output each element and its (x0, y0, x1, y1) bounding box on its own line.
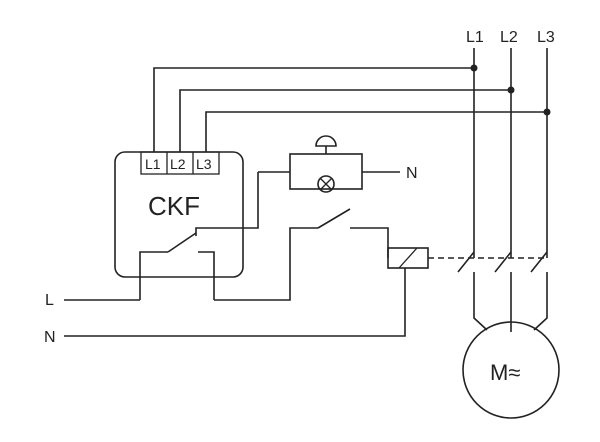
junction-dot-l2 (507, 86, 515, 94)
motor-leads (473, 298, 548, 332)
signal-lamp-icon (317, 175, 335, 193)
relay-name: CKF (148, 191, 200, 221)
relay-changeover-contact (139, 172, 259, 300)
neutral-label: N (44, 329, 56, 346)
relay-terminal-block (140, 151, 220, 175)
relay-terminal-l2: L2 (170, 156, 186, 172)
lamp-neutral-label: N (406, 165, 418, 182)
motor-label: M≈ (490, 360, 520, 385)
neutral-wire (64, 268, 406, 337)
horn-icon (315, 135, 337, 154)
phase-label-l1: L1 (466, 29, 484, 46)
supply-lines (473, 48, 548, 258)
junction-dot-l3 (543, 108, 551, 116)
phase-label-l2: L2 (500, 29, 518, 46)
phase-label-l3: L3 (537, 29, 555, 46)
junction-dot-l1 (470, 64, 478, 72)
relay-supply-taps (153, 67, 547, 152)
manual-switch-icon[interactable] (214, 208, 389, 301)
contactor-main-contacts (457, 251, 548, 298)
control-line-label: L (45, 292, 54, 309)
relay-terminal-l3: L3 (196, 156, 212, 172)
motor-icon (462, 321, 560, 419)
relay-terminal-l1: L1 (145, 156, 161, 172)
